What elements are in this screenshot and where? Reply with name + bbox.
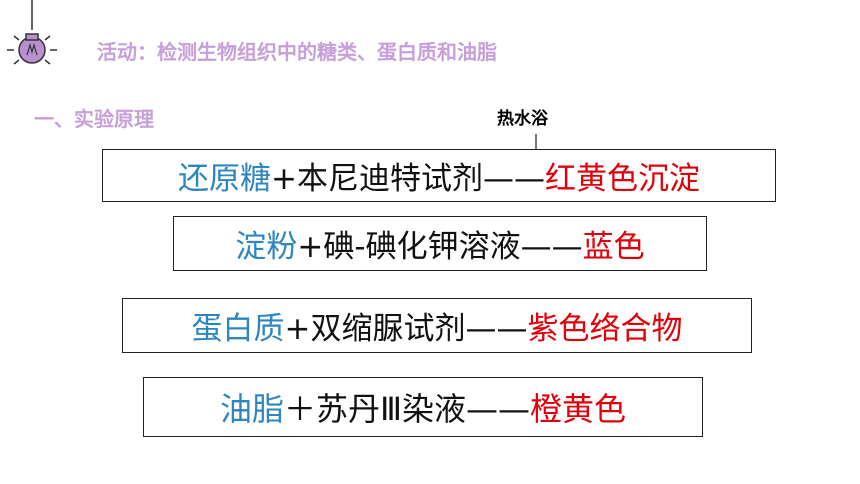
section-heading: 一、实验原理 — [34, 107, 154, 131]
result-text: 红黄色沉淀 — [544, 161, 700, 197]
reaction-box-protein: 蛋白质 +双缩脲试剂—— 紫色络合物 — [122, 298, 752, 353]
lightbulb-icon — [7, 0, 57, 65]
reaction-box-starch: 淀粉 +碘-碘化钾溶液—— 蓝色 — [173, 216, 707, 271]
reaction-box-reducing-sugar: 还原糖 +本尼迪特试剂—— 红黄色沉淀 — [102, 149, 776, 202]
reagent-text: +本尼迪特试剂—— — [271, 161, 545, 197]
hot-water-bath-label: 热水浴 — [497, 109, 548, 129]
result-text: 蓝色 — [582, 229, 645, 265]
reagent-text: +双缩脲试剂—— — [284, 311, 528, 347]
substance-text: 还原糖 — [178, 161, 271, 197]
result-text: 紫色络合物 — [527, 311, 683, 347]
result-text: 橙黄色 — [530, 390, 627, 428]
reaction-box-fat: 油脂 ＋苏丹Ⅲ染液—— 橙黄色 — [143, 377, 703, 437]
reagent-text: +碘-碘化钾溶液—— — [297, 229, 583, 265]
substance-text: 油脂 — [219, 390, 284, 428]
substance-text: 淀粉 — [235, 229, 298, 265]
activity-title: 活动：检测生物组织中的糖类、蛋白质和油脂 — [97, 40, 497, 64]
substance-text: 蛋白质 — [191, 311, 285, 347]
reagent-text: ＋苏丹Ⅲ染液—— — [283, 390, 531, 428]
